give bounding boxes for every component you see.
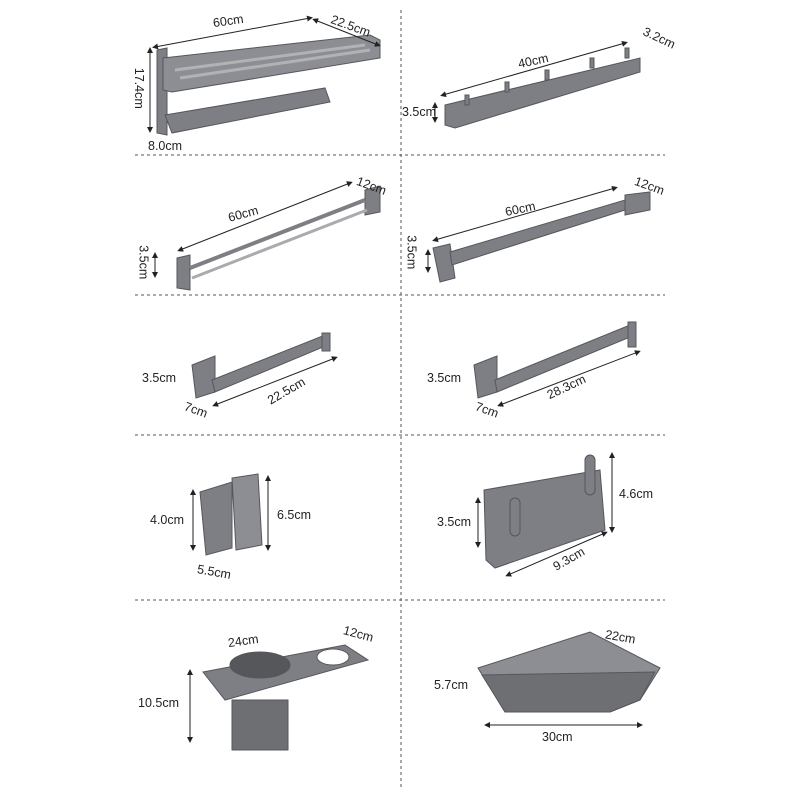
towel-shelf-drawing: [156, 34, 381, 136]
dimension-label: 17.4cm: [131, 67, 146, 109]
dividers: [135, 10, 665, 790]
dimension-label: 3.5cm: [142, 371, 177, 385]
dimension-label: 4.6cm: [619, 487, 654, 501]
dimension-lines: [147, 15, 643, 743]
corner-shelf-drawing: [477, 631, 661, 713]
dimension-label: 6.5cm: [277, 508, 312, 522]
paper-holder-drawing: [191, 332, 331, 399]
dimension-label: 10.5cm: [138, 696, 179, 710]
dimension-label: 3.5cm: [437, 515, 472, 529]
double-robe-hook-drawing: [483, 454, 606, 569]
hair-dryer-holder-drawing: [202, 644, 370, 751]
dimension-label: 3.5cm: [136, 245, 151, 280]
dimension-label: 30cm: [542, 730, 573, 744]
double-towel-bar-drawing: [176, 185, 381, 291]
single-towel-bar-drawing: [432, 191, 651, 283]
dimension-label: 3.5cm: [404, 235, 419, 270]
dimension-label: 3.5cm: [402, 105, 437, 119]
dimension-label: 4.0cm: [150, 513, 185, 527]
dimension-label: 5.7cm: [434, 678, 469, 692]
dimension-label: 8.0cm: [148, 139, 183, 153]
robe-hook-drawing: [199, 473, 263, 556]
dimension-label: 3.5cm: [427, 371, 462, 385]
